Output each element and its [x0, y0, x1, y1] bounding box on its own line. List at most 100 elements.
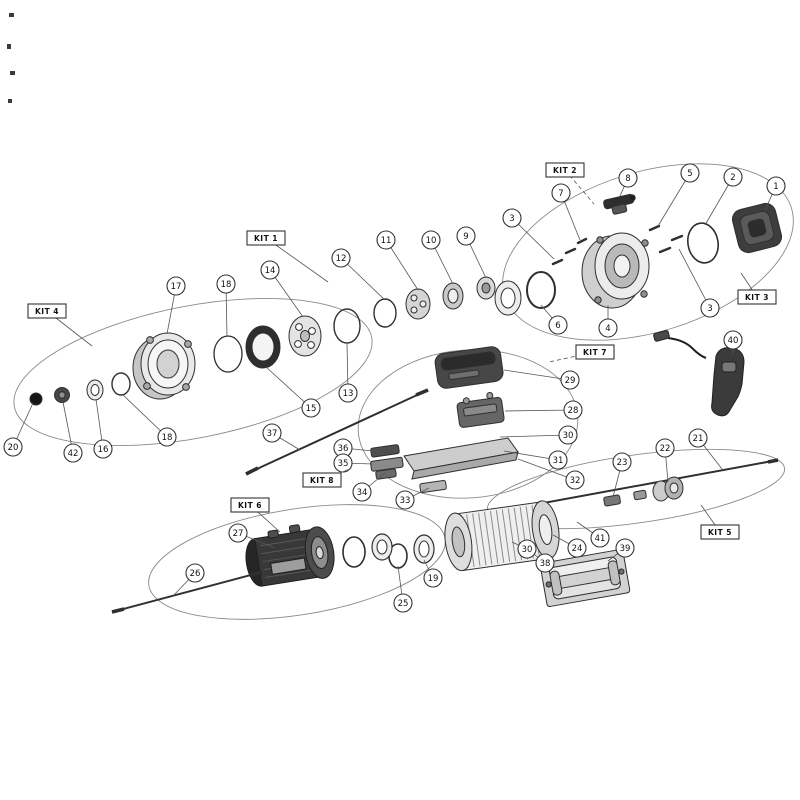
- callout-19: 19: [423, 559, 443, 588]
- callout-leader-line: [265, 366, 312, 409]
- kit-label-kit-2: KIT 2: [545, 162, 595, 205]
- callout-number: 21: [693, 434, 704, 444]
- callout-number: 8: [625, 174, 630, 184]
- callout-balloon: [590, 528, 610, 548]
- tie-rod-lower-left: [111, 570, 263, 614]
- callout-38: 38: [529, 550, 555, 573]
- callout-number: 27: [233, 529, 244, 539]
- callout-33: 33: [395, 487, 430, 510]
- callout-15: 15: [265, 366, 321, 418]
- callout-balloon: [565, 470, 585, 490]
- callout-balloon: [376, 230, 396, 250]
- callout-balloon: [723, 167, 743, 187]
- callout-number: 25: [398, 599, 409, 609]
- callout-4: 4: [598, 305, 618, 338]
- callout-balloon: [615, 538, 635, 558]
- kit-group-outlines: [13, 163, 794, 620]
- callout-leader-line: [504, 409, 574, 412]
- callout-number: 34: [357, 488, 368, 498]
- callout-20: 20: [3, 402, 34, 457]
- ring-gear: [245, 325, 281, 369]
- tie-rod-lower-right: [488, 458, 779, 515]
- motor-gasket: [342, 536, 366, 568]
- callout-leader-line: [121, 393, 168, 438]
- callout-leader-line: [517, 458, 576, 481]
- rod-coupler: [652, 476, 684, 502]
- callout-number: 10: [426, 236, 437, 246]
- callout-37: 37: [262, 423, 301, 451]
- kit-label-kit-4: KIT 4: [27, 303, 93, 347]
- fairlead: [539, 549, 631, 607]
- callout-balloon: [560, 370, 580, 390]
- tie-rod-upper: [245, 388, 429, 476]
- callout-balloon: [680, 163, 700, 183]
- rod-nut: [633, 489, 647, 501]
- callout-balloon: [598, 318, 618, 338]
- callout-balloon: [185, 563, 205, 583]
- callout-number: 23: [617, 458, 628, 468]
- callout-9: 9: [456, 226, 487, 279]
- clutch-housing: [581, 232, 650, 309]
- relay-plates: [370, 444, 404, 472]
- callout-21: 21: [688, 428, 723, 470]
- callout-13: 13: [338, 343, 358, 403]
- callout-number: 13: [343, 389, 354, 399]
- callout-number: 2: [730, 173, 735, 183]
- kit-label-box: [246, 230, 286, 246]
- kit-label-text: KIT 1: [254, 234, 278, 243]
- callout-25: 25: [393, 565, 413, 613]
- callout-number: 16: [98, 445, 109, 455]
- callout-balloon: [535, 553, 555, 573]
- lock-ring: [687, 222, 719, 264]
- callout-balloon: [260, 260, 280, 280]
- clutch-end-assembly: [494, 193, 783, 316]
- callout-3: 3: [678, 248, 720, 318]
- callout-number: 31: [553, 456, 564, 466]
- gear-train-assembly: [29, 276, 496, 406]
- rod-clamp: [603, 494, 621, 507]
- screw-set-right: [648, 224, 684, 254]
- kit-label-kit-7: KIT 7: [548, 344, 615, 363]
- callout-balloon: [766, 176, 786, 196]
- callout-17: 17: [166, 276, 186, 335]
- remote-cord: [667, 337, 707, 359]
- callout-leader-line: [657, 172, 691, 227]
- callout-balloon: [157, 427, 177, 447]
- clutch-o-ring: [526, 271, 556, 309]
- callout-23: 23: [612, 452, 632, 498]
- callout-number: 30: [522, 545, 533, 555]
- gear-housing: [132, 332, 196, 400]
- callout-balloon: [558, 425, 578, 445]
- callout-number: 7: [558, 189, 563, 199]
- bearing-washer: [86, 379, 104, 401]
- callout-number: 24: [572, 544, 583, 554]
- callout-number: 28: [568, 406, 579, 416]
- callout-balloon: [563, 400, 583, 420]
- callout-number: 37: [267, 429, 278, 439]
- callout-number: 22: [660, 444, 671, 454]
- outline-gear-group: [13, 298, 373, 446]
- kit-label-text: KIT 2: [553, 166, 577, 175]
- coupler-gear: [54, 387, 70, 403]
- callout-41: 41: [576, 521, 610, 548]
- kit-label-kit-1: KIT 1: [246, 230, 329, 283]
- callout-balloon: [548, 315, 568, 335]
- kit-label-text: KIT 5: [708, 528, 732, 537]
- spacer-ring: [373, 298, 397, 328]
- clutch-bearing: [494, 280, 522, 316]
- control-pack-assembly: [245, 346, 519, 494]
- callout-balloon: [517, 539, 537, 559]
- callout-number: 36: [338, 444, 349, 454]
- callout-42: 42: [62, 401, 83, 463]
- callout-balloon: [93, 439, 113, 459]
- callout-32: 32: [517, 458, 585, 490]
- callout-balloon: [338, 383, 358, 403]
- callout-number: 30: [563, 431, 574, 441]
- callout-16: 16: [93, 398, 113, 459]
- callout-balloon: [700, 298, 720, 318]
- kit-label-kit-3: KIT 3: [737, 272, 777, 305]
- drive-gear: [442, 282, 464, 310]
- kit-label-text: KIT 8: [310, 476, 334, 485]
- callout-number: 6: [555, 321, 560, 331]
